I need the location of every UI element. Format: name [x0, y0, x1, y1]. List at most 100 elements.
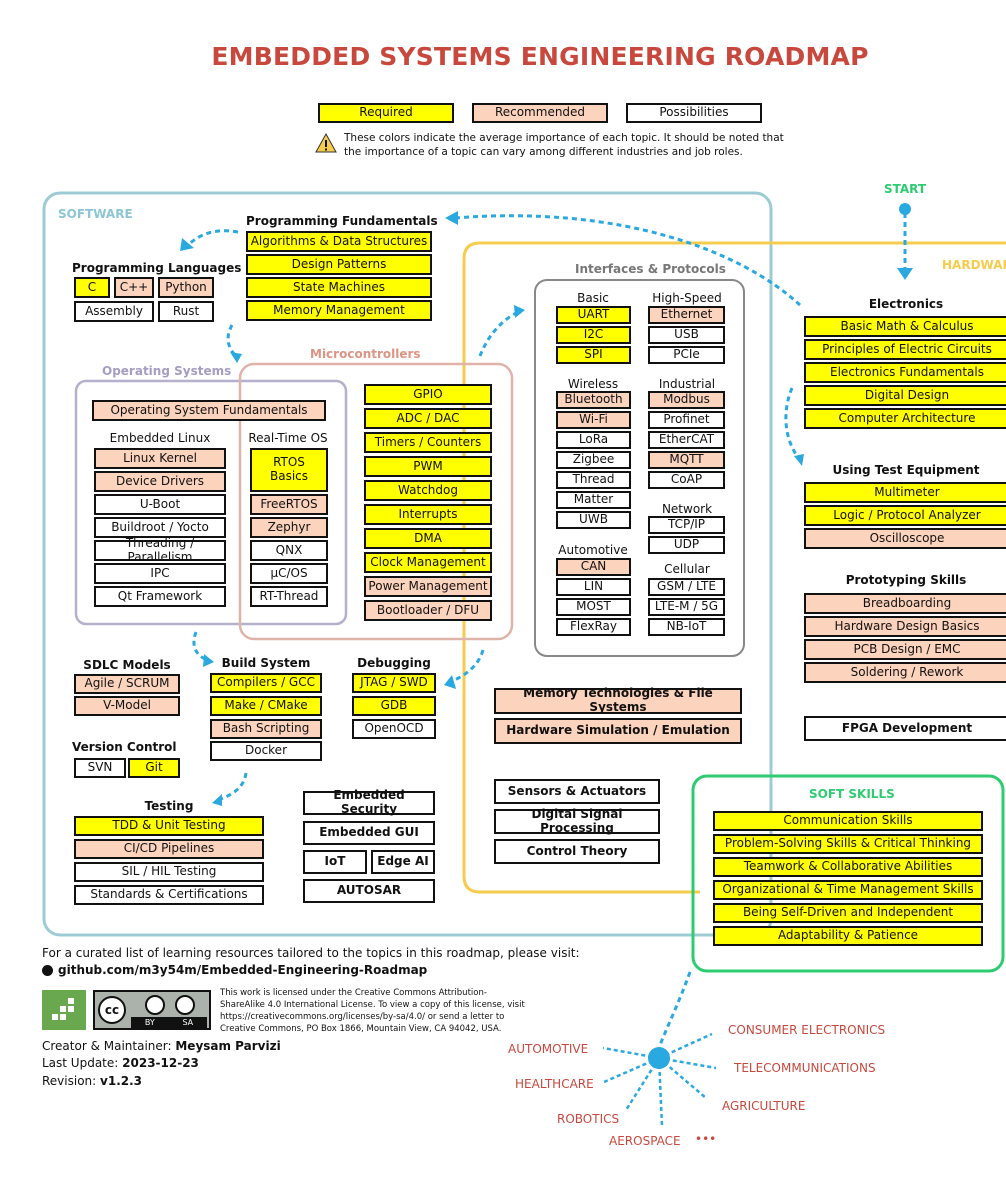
topic-box: Matter [556, 491, 631, 509]
arrowhead-start [897, 268, 913, 280]
topic-box: ADC / DAC [364, 408, 492, 429]
cellular-title: Cellular [664, 562, 710, 576]
topic-box: DMA [364, 528, 492, 549]
legend-recommended: Recommended [472, 103, 608, 123]
topic-box: Threading / Parallelism [94, 536, 226, 563]
topic-box: Algorithms & Data Structures [246, 231, 432, 252]
topic-box: Modbus [648, 391, 725, 409]
interfaces-region [534, 279, 745, 657]
application-label: ••• [695, 1132, 717, 1146]
topic-box: Being Self-Driven and Independent [713, 903, 983, 923]
topic-box: µC/OS [250, 563, 328, 584]
topic-box: GPIO [364, 384, 492, 405]
topic-box: UART [556, 306, 631, 324]
embedded-linux-title: Embedded Linux [109, 431, 211, 445]
topic-box: Hardware Design Basics [804, 616, 1006, 637]
software-label: SOFTWARE [58, 207, 133, 221]
update-row: Last Update: 2023-12-23 [42, 1055, 281, 1072]
topic-box: OpenOCD [352, 719, 436, 739]
basic-title: Basic [577, 291, 609, 305]
topic-box: RTOS Basics [250, 448, 328, 492]
topic-box: State Machines [246, 277, 432, 298]
software-region [42, 191, 773, 937]
topic-box: Zigbee [556, 451, 631, 469]
topic-box: Timers / Counters [364, 432, 492, 453]
sa-label: SA [182, 1018, 194, 1027]
topic-box: FPGA Development [804, 716, 1006, 741]
mcu-label: Microcontrollers [310, 347, 421, 361]
topic-box: EtherCAT [648, 431, 725, 449]
topic-box: Basic Math & Calculus [804, 316, 1006, 337]
topic-box: SIL / HIL Testing [74, 862, 264, 882]
topic-box: CoAP [648, 471, 725, 489]
arrowhead-os [230, 352, 242, 363]
topic-box: Control Theory [494, 839, 660, 864]
topic-box: Git [128, 758, 180, 778]
cc-license-badge: cc BY SA [93, 990, 211, 1030]
resources-text: For a curated list of learning resources… [42, 946, 580, 960]
page-title: EMBEDDED SYSTEMS ENGINEERING ROADMAP [211, 42, 869, 71]
topic-box: UWB [556, 511, 631, 529]
programming-fundamentals-title: Programming Fundamentals [246, 214, 438, 228]
topic-box: Clock Management [364, 552, 492, 573]
topic-box: Linux Kernel [94, 448, 226, 469]
topic-box: Hardware Simulation / Emulation [494, 718, 742, 744]
topic-box: C++ [114, 277, 154, 298]
topic-box: PCB Design / EMC [804, 639, 1006, 660]
hardware-label: HARDWARE [942, 258, 1006, 272]
legend-required: Required [318, 103, 454, 123]
cc-icon: cc [98, 996, 126, 1024]
creator-label: Creator & Maintainer: [42, 1039, 176, 1053]
topic-box: FreeRTOS [250, 494, 328, 515]
creator-row: Creator & Maintainer: Meysam Parvizi [42, 1038, 281, 1055]
topic-box: GDB [352, 696, 436, 716]
arrowhead-prog [445, 211, 458, 225]
license-line: Creative Commons, PO Box 1866, Mountain … [220, 1023, 502, 1034]
topic-box: Ethernet [648, 306, 725, 324]
topic-box: IoT [303, 850, 367, 874]
topic-box: Compilers / GCC [210, 673, 322, 693]
legend-note-line: These colors indicate the average import… [344, 132, 784, 144]
iface-to-debug-arrow [449, 649, 485, 684]
topic-box: Thread [556, 471, 631, 489]
topic-box: UDP [648, 536, 725, 554]
topic-box: Assembly [74, 301, 154, 322]
topic-box: Make / CMake [210, 696, 322, 716]
topic-box: C [74, 277, 110, 298]
topic-box: Agile / SCRUM [74, 674, 180, 694]
topic-box: Python [158, 277, 214, 298]
wireless-title: Wireless [567, 377, 619, 391]
update-label: Last Update: [42, 1056, 123, 1071]
topic-box: Device Drivers [94, 471, 226, 492]
network-title: Network [661, 502, 713, 516]
topic-box: Adaptability & Patience [713, 926, 983, 946]
revision-label: Revision: [42, 1073, 101, 1088]
softskills-label: SOFT SKILLS [809, 787, 895, 801]
repo-link[interactable]: github.com/m3y54m/Embedded-Engineering-R… [58, 963, 428, 977]
prog-to-lang-arrow [186, 229, 239, 247]
roadmap-logo [42, 990, 86, 1030]
arrowhead-build [203, 654, 214, 667]
os-label: Operating Systems [102, 364, 232, 378]
application-label: AUTOMOTIVE [508, 1042, 589, 1056]
test-equipment-title: Using Test Equipment [832, 463, 980, 477]
testing-title: Testing [144, 799, 194, 813]
topic-box: Interrupts [364, 504, 492, 525]
application-label: CONSUMER ELECTRONICS [728, 1023, 886, 1037]
programming-languages-title: Programming Languages [72, 261, 242, 275]
topic-box: Buildroot / Yocto [94, 517, 226, 538]
mcu-to-iface-arrow [478, 310, 519, 357]
topic-box: Bash Scripting [210, 719, 322, 739]
license-line: https://creativecommons.org/licenses/by-… [220, 1011, 505, 1022]
start-label: START [884, 182, 927, 196]
topic-box: QNX [250, 540, 328, 561]
topic-box: Bluetooth [556, 391, 631, 409]
topic-box: I2C [556, 326, 631, 344]
update-value: 2023-12-23 [122, 1056, 199, 1071]
by-icon [145, 995, 165, 1015]
legend-note-line: the importance of a topic can vary among… [344, 146, 743, 159]
sdlc-title: SDLC Models [83, 658, 171, 672]
topic-box: LoRa [556, 431, 631, 449]
topic-box: Logic / Protocol Analyzer [804, 505, 1006, 526]
automotive-title: Automotive [558, 543, 628, 557]
